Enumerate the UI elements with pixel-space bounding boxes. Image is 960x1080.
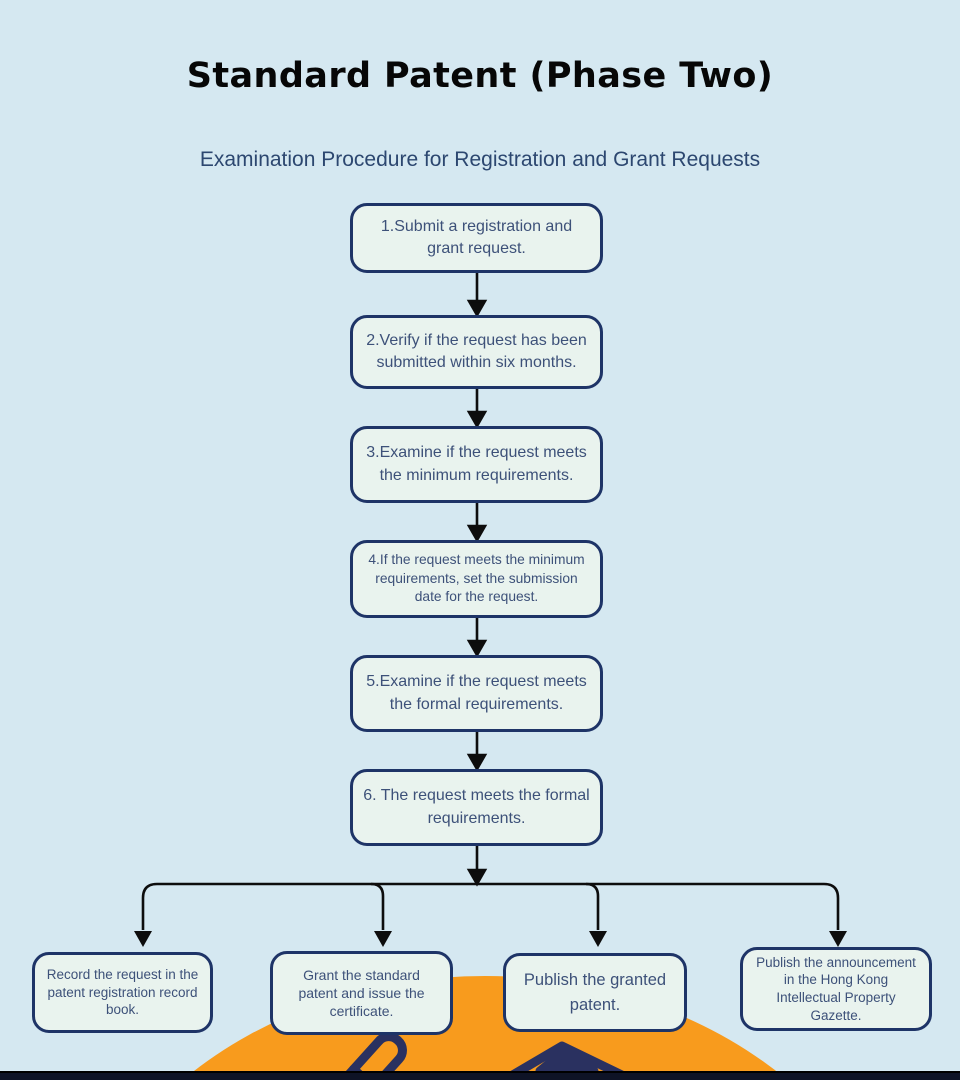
outcome-publish-patent: Publish the granted patent.: [503, 953, 687, 1032]
flow-step-3-label: 3.Examine if the request meets the minim…: [366, 444, 587, 484]
branch-connector: [141, 882, 840, 930]
flow-step-2-label: 2.Verify if the request has been submitt…: [366, 331, 587, 371]
flow-step-4-label: 4.If the request meets the minimum requi…: [368, 552, 585, 605]
outcome-grant-patent-label: Grant the standard patent and issue the …: [298, 966, 425, 1020]
outcome-publish-announcement: Publish the announcement in the Hong Kon…: [740, 947, 932, 1031]
footer-bar-decoration: [0, 1071, 960, 1080]
outcome-publish-patent-label: Publish the granted patent.: [523, 970, 667, 1014]
flow-step-3: 3.Examine if the request meets the minim…: [350, 426, 603, 503]
arrow-step2-step3: [466, 389, 488, 429]
arrow-step4-step5: [466, 618, 488, 658]
flow-step-5-label: 5.Examine if the request meets the forma…: [366, 673, 587, 713]
flow-step-6: 6. The request meets the formal requirem…: [350, 769, 603, 846]
arrow-step6-branch: [466, 846, 488, 887]
arrowhead-outcome-1: [134, 931, 152, 947]
flow-step-1: 1.Submit a registration and grant reques…: [350, 203, 603, 273]
flow-step-1-label: 1.Submit a registration and grant reques…: [380, 217, 573, 257]
flow-step-5: 5.Examine if the request meets the forma…: [350, 655, 603, 732]
page-subtitle: Examination Procedure for Registration a…: [199, 148, 761, 171]
outcome-record-request: Record the request in the patent registr…: [32, 952, 213, 1033]
outcome-record-request-label: Record the request in the patent registr…: [46, 967, 199, 1018]
outcome-grant-patent: Grant the standard patent and issue the …: [270, 951, 453, 1035]
outcome-publish-announcement-label: Publish the announcement in the Hong Kon…: [756, 954, 916, 1023]
arrow-step5-step6: [466, 732, 488, 772]
arrow-step1-step2: [466, 273, 488, 318]
arrowhead-outcome-3: [589, 931, 607, 947]
arrowhead-outcome-4: [829, 931, 847, 947]
branch-arrowheads: [134, 931, 847, 947]
page-title: Standard Patent (Phase Two): [186, 56, 774, 96]
arrow-step3-step4: [466, 503, 488, 543]
flow-step-6-label: 6. The request meets the formal requirem…: [363, 787, 590, 827]
flow-step-2: 2.Verify if the request has been submitt…: [350, 315, 603, 389]
arrowhead-outcome-2: [374, 931, 392, 947]
flow-step-4: 4.If the request meets the minimum requi…: [350, 540, 603, 618]
